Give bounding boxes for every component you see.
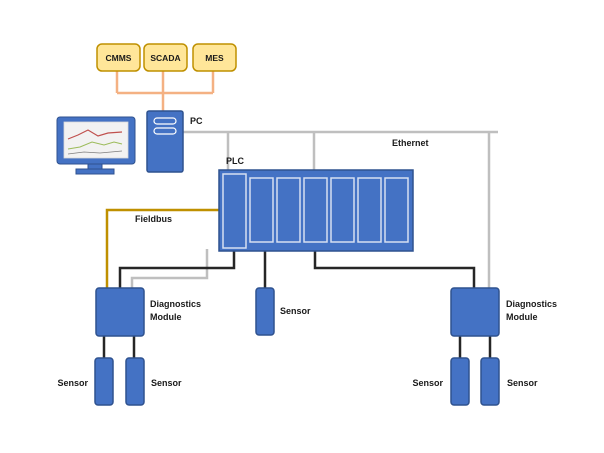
sensor-left-2[interactable] [125, 357, 145, 406]
software-links [115, 71, 215, 112]
sensor-center[interactable] [255, 287, 275, 336]
diagnostics-module-right-label-line2: Module [506, 312, 538, 322]
diagnostics-module-left[interactable] [95, 287, 145, 337]
sensor-right-2[interactable] [480, 357, 500, 406]
sensor-left-2-label: Sensor [151, 378, 182, 388]
software-box-cmms[interactable]: CMMS [96, 43, 141, 72]
diagnostics-module-right[interactable] [450, 287, 500, 337]
software-box-mes[interactable]: MES [192, 43, 237, 72]
ethernet-lines [130, 130, 498, 290]
software-label-mes: MES [205, 53, 224, 63]
plc-rack[interactable] [218, 169, 414, 252]
pc-label: PC [190, 116, 203, 126]
sensor-right-1[interactable] [450, 357, 470, 406]
fieldbus-line [105, 208, 219, 290]
signal-lines [102, 249, 492, 360]
sensor-right-1-label: Sensor [412, 378, 443, 388]
software-label-scada: SCADA [150, 53, 180, 63]
sensor-left-1[interactable] [94, 357, 114, 406]
pc-tower-icon[interactable] [146, 110, 184, 173]
sensor-left-1-label: Sensor [57, 378, 88, 388]
monitor-icon [56, 116, 136, 175]
plc-label: PLC [226, 156, 245, 166]
sensor-center-label: Sensor [280, 306, 311, 316]
ethernet-label: Ethernet [392, 138, 429, 148]
diagnostics-module-right-label-line1: Diagnostics [506, 299, 557, 309]
software-box-scada[interactable]: SCADA [143, 43, 188, 72]
sensor-right-2-label: Sensor [507, 378, 538, 388]
diagnostics-module-left-label-line2: Module [150, 312, 182, 322]
diagnostics-module-left-label-line1: Diagnostics [150, 299, 201, 309]
fieldbus-label: Fieldbus [135, 214, 172, 224]
software-label-cmms: CMMS [106, 53, 132, 63]
